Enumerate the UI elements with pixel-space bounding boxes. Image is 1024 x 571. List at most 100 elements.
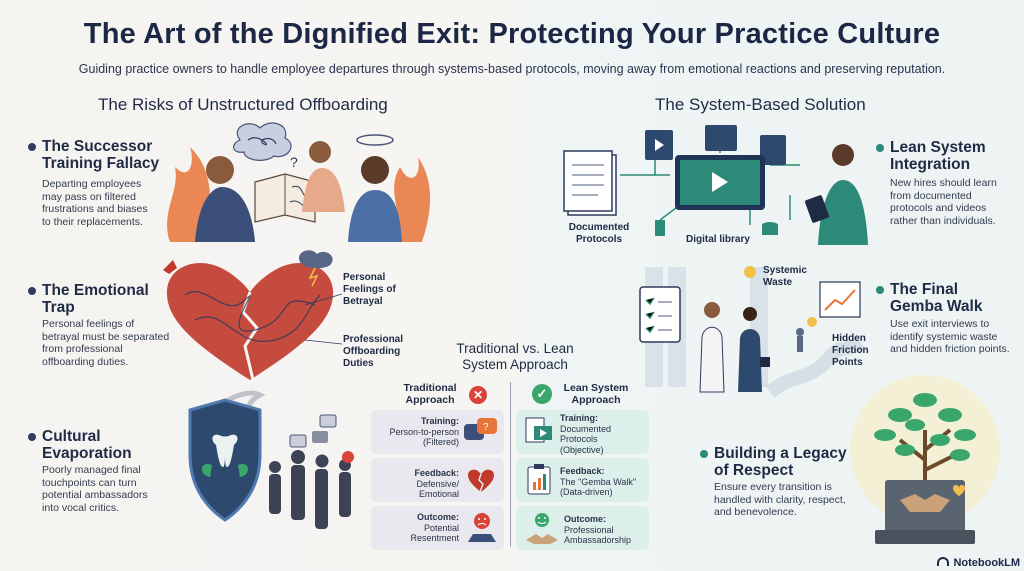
docs-label: Documented Protocols — [568, 222, 630, 246]
title-line: of Respect — [714, 462, 794, 479]
title-line: Building a Legacy — [714, 445, 847, 462]
broken-heart-icon — [468, 469, 494, 493]
person-head — [743, 307, 757, 321]
label-line: Protocols — [575, 234, 623, 245]
bullet-icon — [28, 433, 36, 441]
label-line: Waste — [763, 277, 793, 288]
page-subtitle: Guiding practice owners to handle employ… — [78, 62, 946, 76]
label-line: Professional — [343, 334, 404, 345]
leaves-icon — [874, 393, 976, 461]
tablet-icon — [805, 195, 829, 223]
row-value: (Filtered) — [422, 437, 459, 447]
row-value: Potential — [423, 522, 459, 533]
label-line: Documented — [568, 222, 630, 233]
desc-line: Ensure every transition is — [714, 481, 832, 493]
row-value: The "Gemba Walk" — [560, 476, 637, 487]
cultural-evaporation-desc: Poorly managed final touchpoints can tur… — [42, 464, 148, 514]
traditional-approach-head: Traditional Approach — [388, 382, 472, 406]
handshake-smile-icon — [526, 513, 558, 544]
check-circle-icon: ✓ — [532, 384, 552, 404]
person-head — [704, 302, 720, 318]
row-value: Emotional — [418, 489, 459, 499]
desc-line: New hires should learn — [890, 177, 997, 189]
library-label: Digital library — [686, 234, 750, 245]
digital-library-illustration — [563, 125, 868, 245]
x-circle-icon: ✕ — [469, 386, 487, 404]
dizzy-halo-icon — [356, 134, 394, 146]
bullet-icon — [28, 287, 36, 295]
bullet-icon — [28, 143, 36, 151]
legacy-desc: Ensure every transition is handled with … — [714, 481, 846, 519]
row-label: Training: — [560, 413, 598, 423]
person-body — [818, 180, 868, 245]
title-line: Training Fallacy — [42, 155, 160, 172]
title-line: The Successor — [42, 138, 153, 155]
flame-icon — [394, 157, 431, 242]
svg-text:?: ? — [483, 422, 489, 433]
label-line: Offboarding — [343, 346, 401, 357]
row-value: (Objective) — [560, 444, 604, 455]
title-line: System Approach — [462, 357, 568, 372]
chat-bubble-icons — [289, 414, 354, 463]
people-silhouettes — [269, 450, 351, 529]
title-line: Traditional vs. Lean — [456, 341, 574, 356]
page-title: The Art of the Dignified Exit: Protectin… — [83, 18, 941, 50]
title-line: Cultural — [42, 428, 101, 445]
desc-line: protocols and videos — [890, 202, 987, 214]
desc-line: Departing employees — [42, 178, 142, 190]
speech-bubbles-icon: ? — [464, 418, 497, 440]
row-value: Ambassadorship — [564, 535, 632, 545]
row-value: Person-to-person — [389, 426, 459, 437]
tablet-icon — [760, 135, 786, 165]
friction-label: Hidden Friction Points — [832, 333, 869, 369]
traditional-outcome-row: Outcome: Potential Resentment — [371, 506, 504, 550]
lean-feedback-row: Feedback: The "Gemba Walk" (Data-driven) — [516, 458, 649, 502]
chart-icon — [819, 281, 861, 318]
row-value: Protocols — [560, 434, 598, 444]
head-line: Approach — [571, 394, 621, 406]
gemba-walk-title: The Final Gemba Walk — [890, 281, 982, 315]
row-label: Training: — [421, 416, 459, 426]
lean-integration-title: Lean System Integration — [890, 139, 986, 173]
doctor-figure — [699, 326, 725, 393]
left-section-heading: The Risks of Unstructured Offboarding — [98, 95, 388, 114]
bullet-icon — [700, 450, 708, 458]
person-head — [361, 156, 389, 184]
clipboard-chart-icon — [527, 464, 551, 495]
desc-line: identify systemic waste — [890, 330, 998, 343]
desc-line: to their replacements. — [42, 215, 143, 228]
bullet-icon — [876, 144, 884, 152]
cultural-evaporation-illustration — [188, 390, 354, 529]
desc-line: Poorly managed final — [42, 464, 141, 476]
lean-training-row: Training: Documented Protocols (Objectiv… — [516, 410, 649, 455]
title-line: The Final — [890, 281, 959, 298]
person-head — [206, 156, 234, 184]
head-line: Approach — [405, 394, 455, 406]
desc-line: from documented — [890, 189, 972, 202]
person-head — [832, 144, 854, 166]
bullet-icon — [876, 286, 884, 294]
label-line: Duties — [343, 358, 374, 369]
broken-heart-icon — [163, 260, 177, 274]
successor-fallacy-title: The Successor Training Fallacy — [42, 138, 159, 172]
row-value: (Data-driven) — [560, 487, 613, 497]
desc-line: handled with clarity, respect, — [714, 493, 846, 506]
person-head — [309, 141, 331, 163]
briefcase-icon — [760, 357, 770, 367]
row-label: Feedback: — [414, 468, 459, 478]
title-line: Integration — [890, 156, 971, 173]
document-video-icon — [525, 417, 552, 443]
label-line: Betrayal — [343, 296, 383, 307]
svg-text:?: ? — [290, 154, 298, 170]
brand-name: NotebookLM — [953, 557, 1021, 569]
notebooklm-icon — [937, 557, 949, 567]
head-line: Lean System — [563, 382, 629, 394]
lightbulb-icon — [807, 317, 817, 327]
tooth-icon — [212, 434, 238, 467]
row-value: Resentment — [410, 533, 459, 543]
row-value: Defensive/ — [416, 478, 459, 489]
head-line: Traditional — [403, 382, 457, 394]
label-line: Systemic — [763, 265, 807, 276]
legacy-title: Building a Legacy of Respect — [714, 445, 847, 479]
connector-lines — [304, 293, 343, 345]
